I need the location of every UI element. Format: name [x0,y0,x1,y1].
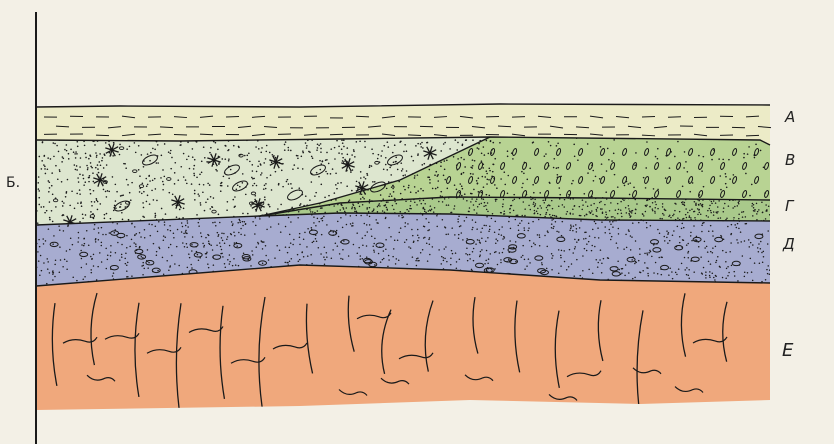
layer-label-a: А [785,110,795,125]
section-label-side: Б. [6,176,20,190]
layer-label-b: В [785,153,795,168]
layer-e-fill [36,265,770,410]
layer-label-c: Г [785,199,793,214]
layer-label-d: Д [783,237,795,252]
layer-label-e: Е [782,342,793,360]
